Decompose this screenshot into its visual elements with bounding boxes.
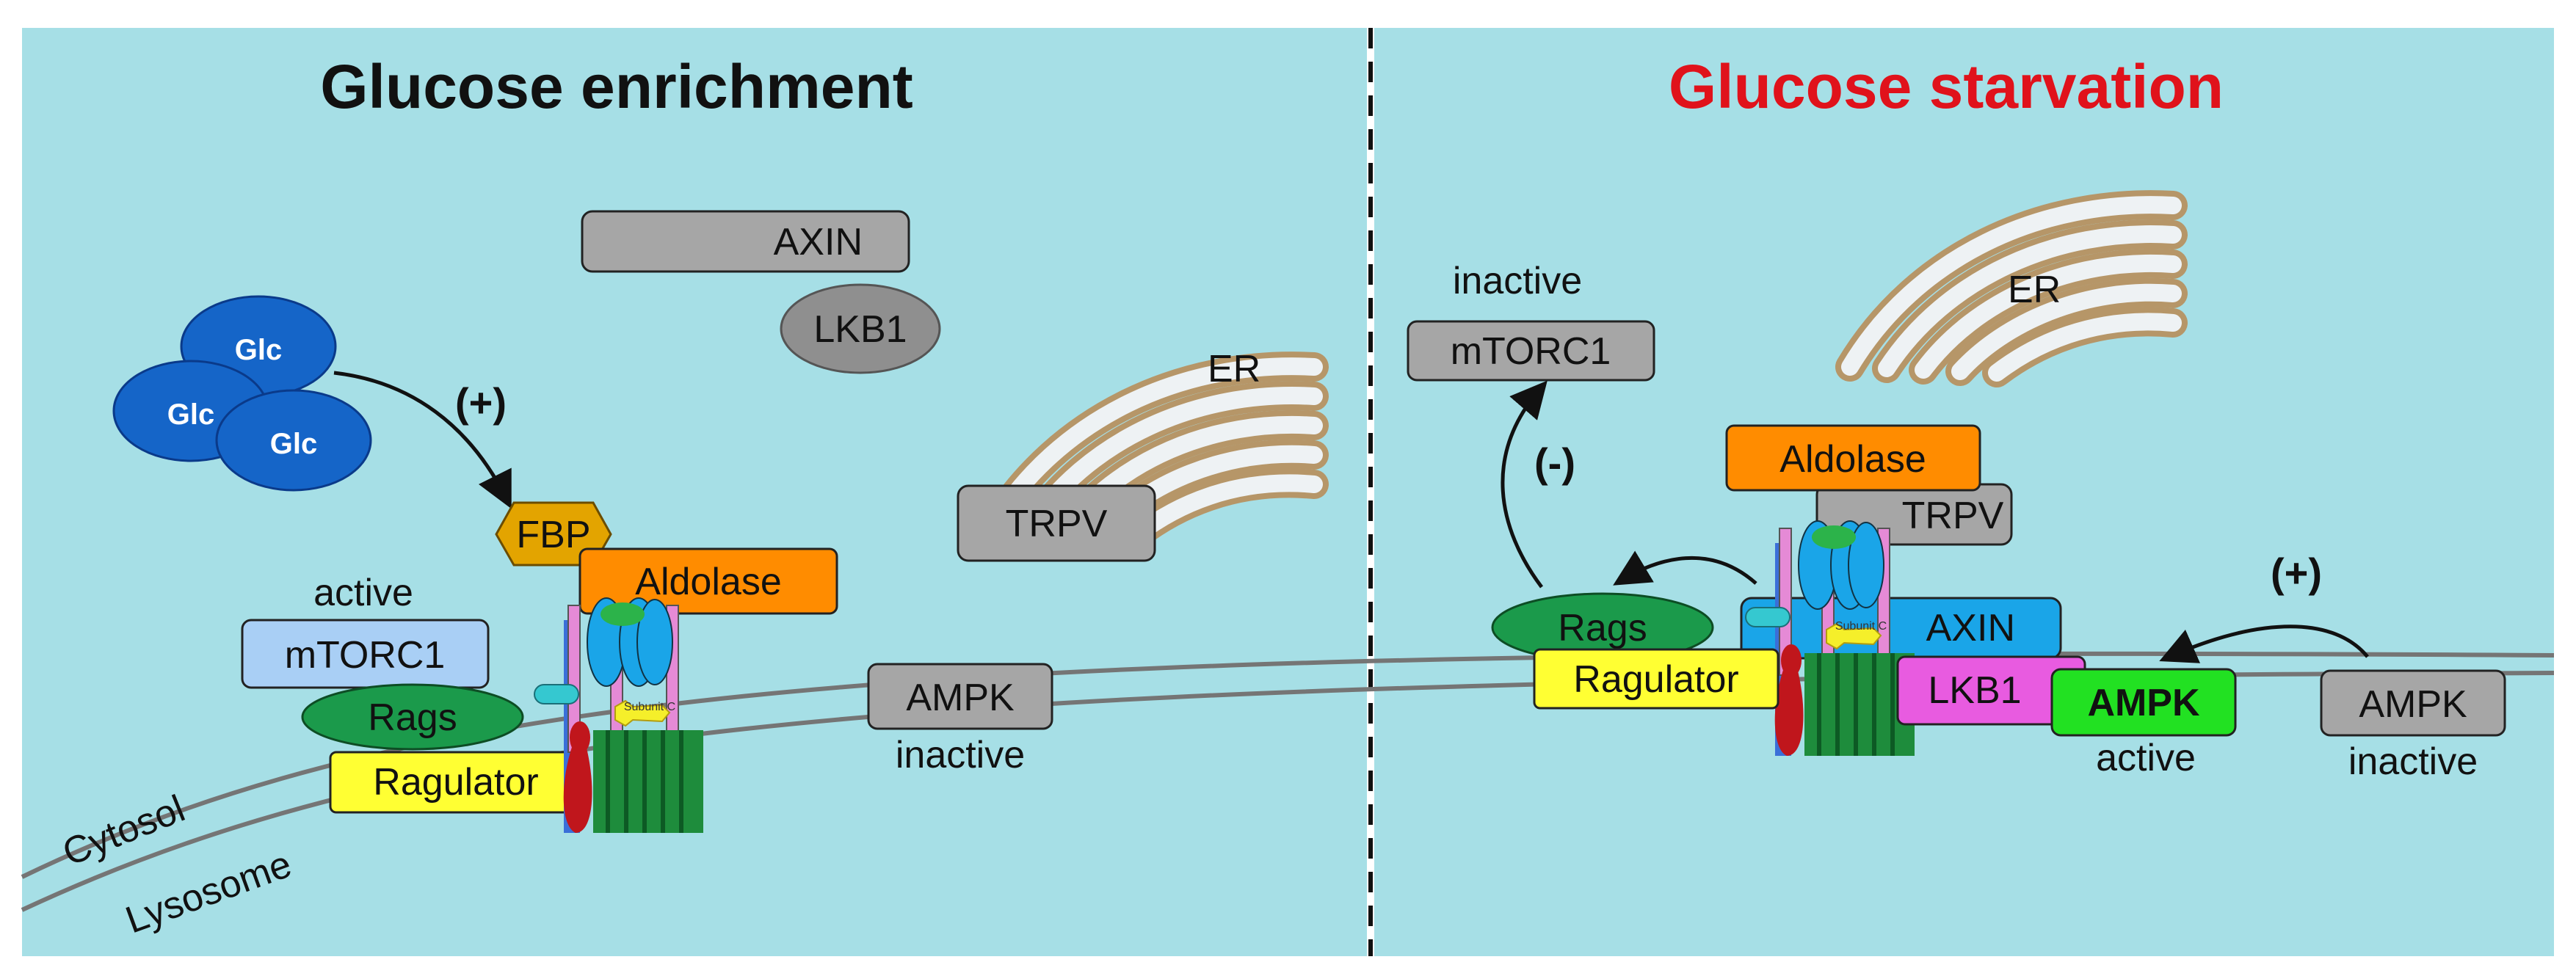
glc-to-fbp-arrow (333, 371, 512, 509)
right-rags-oval: Rags (1491, 592, 1714, 663)
right-mtorc1-state: inactive (1453, 260, 1582, 302)
right-ragulator-box: Ragulator (1533, 648, 1779, 710)
rags-to-mtorc1-arrow (1501, 380, 1548, 589)
right-subunit-label: Subunit C (1835, 620, 1887, 633)
right-ampk-active-state: active (2096, 737, 2196, 779)
right-ragulator-label: Ragulator (1573, 658, 1738, 701)
left-mtorc1-label: mTORC1 (285, 634, 446, 677)
left-ragulator-box: Ragulator (329, 751, 583, 814)
right-activation-sign: (+) (2271, 550, 2322, 596)
left-ampk-box: AMPK (867, 663, 1053, 730)
left-axin-box: AXIN (581, 210, 910, 273)
glc-label-1: Glc (235, 334, 282, 366)
right-axin-label: AXIN (1926, 607, 2015, 649)
glc-label-2: Glc (167, 398, 214, 431)
left-panel-title: Glucose enrichment (320, 52, 913, 121)
left-axin-label: AXIN (774, 221, 863, 263)
left-ampk-label: AMPK (906, 677, 1015, 719)
left-rags-oval: Rags (301, 683, 524, 751)
right-aldolase-label: Aldolase (1779, 438, 1926, 481)
right-ampk-inactive-label: AMPK (2359, 683, 2467, 726)
right-ampk-active-box: AMPK (2050, 668, 2237, 737)
right-lkb1-box: LKB1 (1896, 655, 2086, 726)
left-aldolase-box: Aldolase (578, 547, 838, 615)
left-ampk-state: inactive (896, 734, 1025, 776)
fbp-label: FBP (516, 514, 590, 556)
left-er-label: ER (1208, 348, 1260, 390)
left-mtorc1-box: mTORC1 (241, 619, 490, 689)
right-ampk-inactive-state: inactive (2348, 740, 2478, 783)
complex-to-rags-arrow (1613, 550, 1757, 586)
right-ampk-active-label: AMPK (2087, 682, 2200, 724)
right-rags-label: Rags (1558, 607, 1647, 649)
glc-label-3: Glc (270, 428, 317, 460)
right-panel-title: Glucose starvation (1669, 52, 2224, 121)
left-glucose-cluster: Glc Glc Glc (112, 295, 372, 492)
right-axin-box: AXIN (1740, 597, 2062, 660)
left-subunit-label: Subunit C (624, 701, 675, 713)
fbp-hexagon: FBP (495, 501, 612, 567)
left-ragulator-label: Ragulator (373, 761, 538, 804)
right-mtorc1-box: mTORC1 (1407, 320, 1655, 382)
right-aldolase-box: Aldolase (1725, 424, 1981, 492)
left-rags-label: Rags (368, 696, 457, 739)
left-lkb1-label: LKB1 (813, 308, 907, 351)
left-activation-sign: (+) (455, 379, 507, 426)
left-lkb1-oval: LKB1 (780, 283, 941, 374)
right-inhibition-sign: (-) (1534, 440, 1575, 486)
right-lkb1-label: LKB1 (1928, 669, 2021, 712)
right-er-label: ER (2008, 269, 2061, 311)
right-ampk-inactive-box: AMPK (2320, 669, 2506, 737)
left-mtorc1-state: active (313, 572, 413, 614)
right-mtorc1-label: mTORC1 (1451, 330, 1611, 373)
left-trpv-box: TRPV (957, 484, 1156, 562)
left-trpv-label: TRPV (1006, 503, 1108, 545)
left-aldolase-label: Aldolase (635, 561, 781, 603)
ampk-activation-arrow (2159, 624, 2369, 663)
right-trpv-label: TRPV (1902, 495, 2004, 537)
